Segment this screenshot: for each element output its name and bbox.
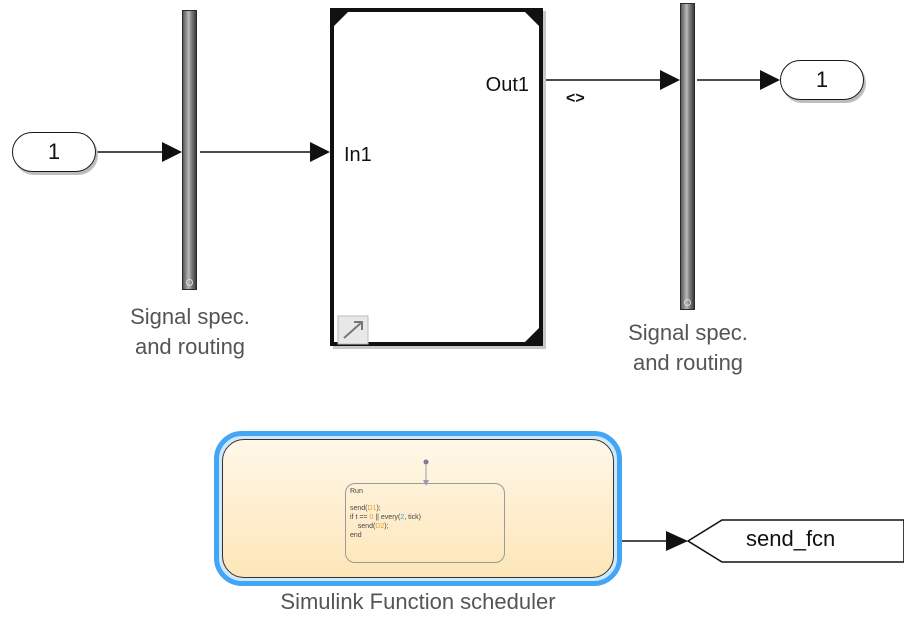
bus-caption-line2: and routing	[134, 334, 246, 359]
subsystem-in-port-label: In1	[344, 144, 372, 166]
stateflow-chart-block[interactable]: Run send(D1); if t == 0 || every(2, tick…	[214, 431, 622, 586]
bus-caption-line1: Signal spec.	[130, 304, 250, 329]
subsystem-corner-marks	[334, 12, 539, 342]
signal-name-tag: <>	[566, 90, 585, 107]
inport-block[interactable]: 1	[12, 132, 96, 172]
subsystem-block[interactable]: In1 Out1	[330, 8, 543, 346]
bus-block-left[interactable]	[182, 10, 197, 290]
bus-port-dot	[684, 299, 691, 306]
outport-number: 1	[815, 67, 829, 92]
outport-block[interactable]: 1	[780, 60, 864, 100]
arrowhead	[666, 531, 688, 551]
bus-caption-left: Signal spec. and routing	[90, 302, 290, 362]
inport-number: 1	[47, 139, 61, 164]
arrowhead	[660, 70, 680, 90]
bus-port-dot	[186, 279, 193, 286]
arrowhead	[760, 70, 780, 90]
state-code: send(D1); if t == 0 || every(2, tick) se…	[350, 505, 421, 539]
subsystem-open-icon[interactable]	[336, 314, 370, 346]
arrowhead	[162, 142, 182, 162]
state-run[interactable]: Run send(D1); if t == 0 || every(2, tick…	[345, 483, 505, 563]
subsystem-out-port-label: Out1	[485, 74, 529, 96]
bus-caption-line1: Signal spec.	[628, 320, 748, 345]
state-name: Run	[350, 488, 363, 495]
bus-caption-right: Signal spec. and routing	[588, 318, 788, 378]
arrow-out-icon	[337, 315, 369, 345]
arrowhead	[310, 142, 330, 162]
bus-block-right[interactable]	[680, 3, 695, 310]
chart-canvas: Run send(D1); if t == 0 || every(2, tick…	[222, 439, 614, 578]
goto-block-label[interactable]: send_fcn	[746, 526, 836, 551]
bus-caption-line2: and routing	[632, 350, 744, 375]
goto-block-shape	[686, 519, 904, 563]
chart-caption: Simulink Function scheduler	[280, 589, 556, 614]
